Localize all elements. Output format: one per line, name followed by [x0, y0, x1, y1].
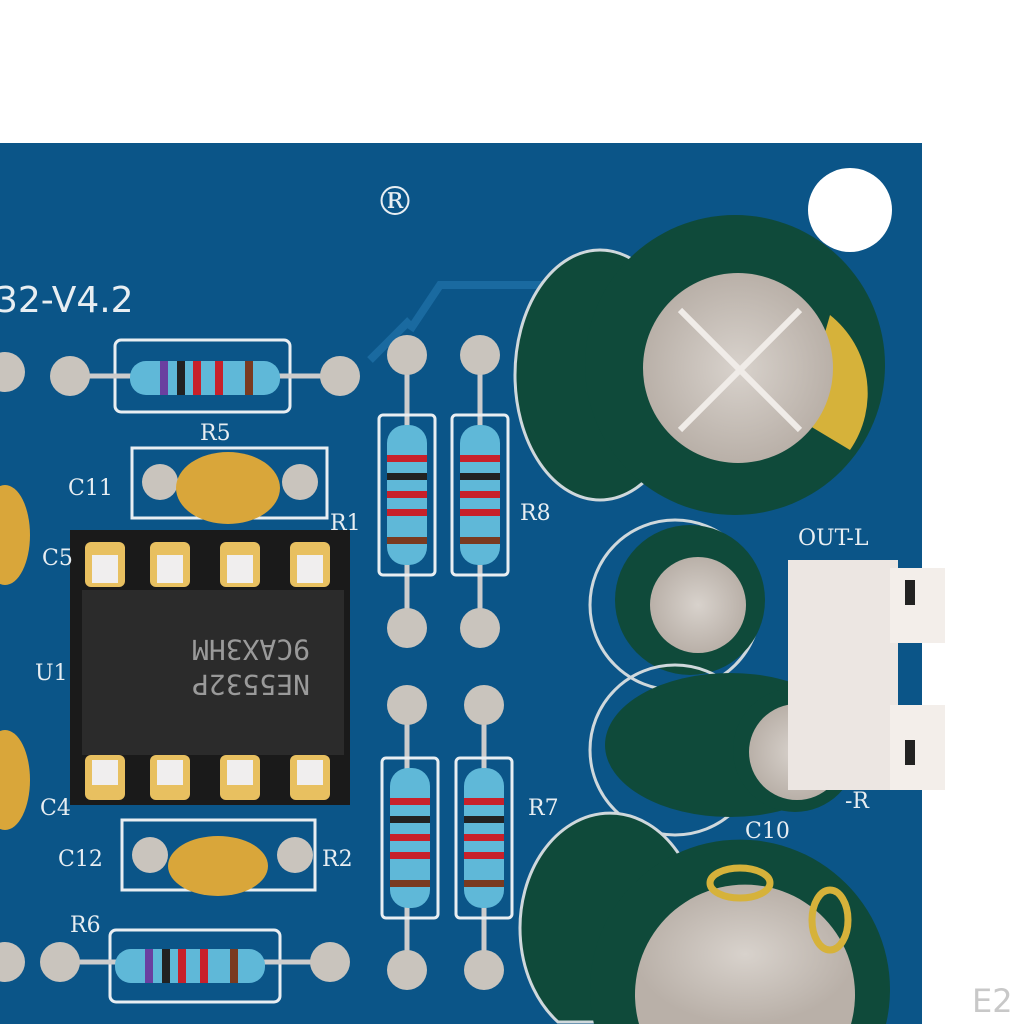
watermark: E2 — [972, 982, 1013, 1020]
electrolytic-capacitor-bottom — [518, 811, 891, 1024]
label-r5: R5 — [200, 421, 231, 446]
ceramic-capacitor-c11 — [176, 452, 280, 524]
label-c4: C4 — [40, 796, 71, 821]
label-c12: C12 — [58, 847, 103, 872]
ic-socket-u1: NE5532P 9CAX3HM — [70, 530, 350, 805]
registered-mark: ® — [375, 179, 415, 225]
mounting-hole — [808, 168, 892, 252]
resistor-r5 — [130, 361, 280, 395]
electrolytic-capacitor-top — [513, 215, 885, 515]
chip-part-number: NE5532P — [192, 668, 310, 701]
ceramic-capacitor-c12 — [168, 836, 268, 896]
chip-date-code: 9CAX3HM — [192, 633, 310, 666]
label-r6: R6 — [70, 913, 101, 938]
label-c10: C10 — [745, 819, 790, 844]
label-c5: C5 — [42, 546, 73, 571]
label-u1: U1 — [35, 661, 68, 686]
label-r8: R8 — [520, 501, 551, 526]
label-r7: R7 — [528, 796, 559, 821]
output-connector[interactable] — [788, 560, 945, 790]
label-out-l: OUT-L — [798, 526, 869, 551]
label-r1: R1 — [330, 511, 361, 536]
label-out-r: -R — [845, 789, 870, 814]
resistor-r6 — [115, 949, 265, 983]
label-r2: R2 — [322, 847, 353, 872]
board-version-label: 32-V4.2 — [0, 280, 134, 321]
label-c11: C11 — [68, 476, 113, 501]
electrolytic-capacitor-mid — [588, 518, 765, 692]
